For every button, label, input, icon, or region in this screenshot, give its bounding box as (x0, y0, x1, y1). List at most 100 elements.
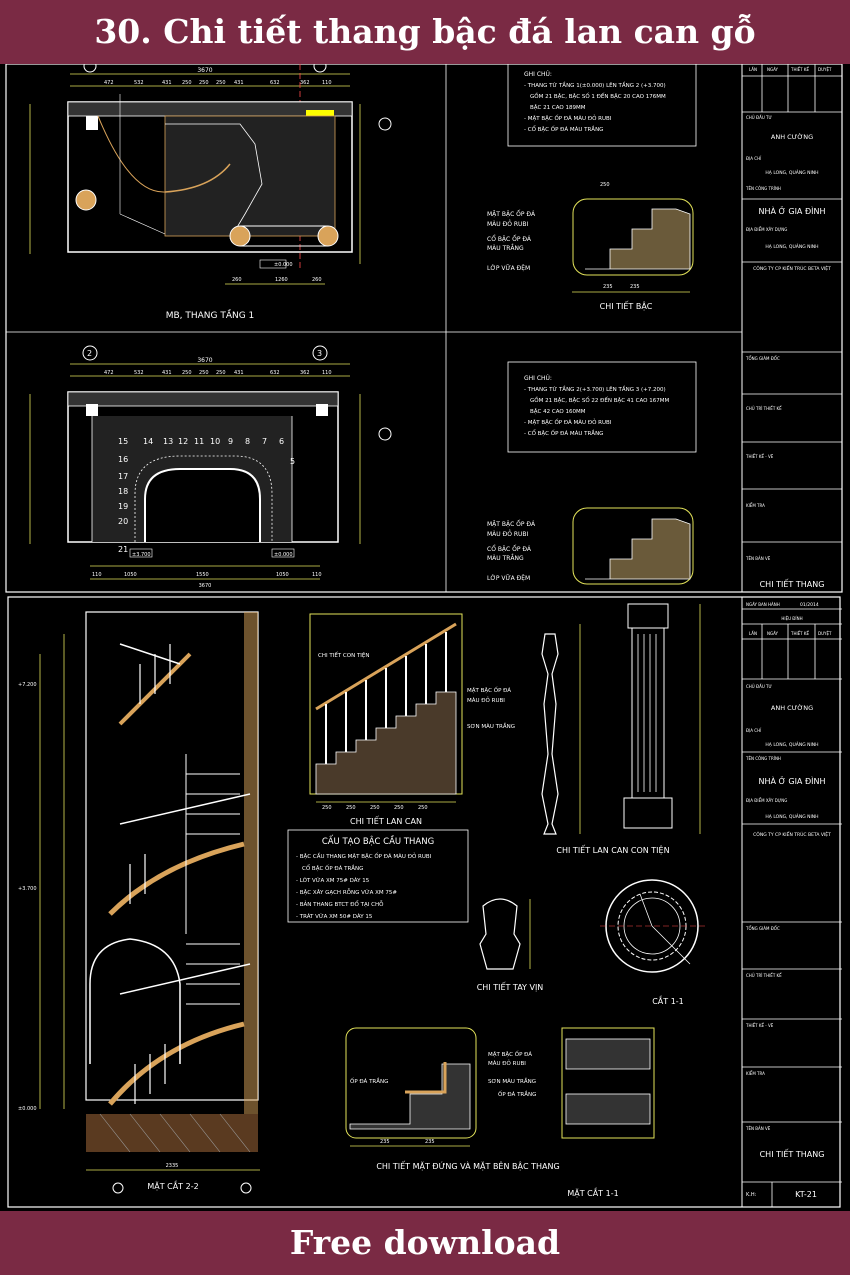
note-line: GỒM 21 BẬC, BẬC SỐ 1 ĐẾN BẬC 20 CAO 176M… (530, 91, 666, 100)
dim-label: 1050 (124, 572, 137, 578)
label: ỐP ĐÁ TRẮNG (498, 1090, 536, 1098)
footer-banner[interactable]: Free download (0, 1211, 850, 1275)
plan2-total: 3670 (197, 357, 212, 364)
dim-label: 1260 (275, 277, 288, 283)
dim-label: 250 (199, 80, 209, 86)
tb-project: NHÀ Ở GIA ĐÌNH (759, 775, 826, 786)
step-elevation-detail (345, 1027, 655, 1147)
structure-line: CỔ BẬC ỐP ĐÁ TRẮNG (302, 864, 363, 872)
plan2-level-right: ±0.000 (274, 552, 293, 558)
tb-label: CHỦ ĐẦU TƯ (746, 684, 772, 689)
section11b-title: MẶT CẮT 1-1 (567, 1186, 618, 1199)
note-box-1 (507, 64, 697, 147)
dim-label: 110 (312, 572, 322, 578)
section-1-1-circle (600, 879, 705, 973)
label: CỔ BẬC ỐP ĐÁ (487, 235, 532, 243)
dim-label: 260 (312, 277, 322, 283)
plan2-level-left: ±3.700 (132, 552, 151, 558)
step-number: 6 (279, 437, 284, 446)
step-number: 8 (245, 437, 250, 446)
tb-label: ĐỊA ĐIỂM XÂY DỰNG (746, 798, 787, 803)
handrail-detail (479, 898, 531, 970)
plan1-title: MB, THANG TẦNG 1 (166, 308, 255, 321)
label: MÀU ĐỎ RUBI (487, 220, 529, 228)
tb-date: 01/2014 (800, 602, 819, 608)
dim-label: 250 (216, 370, 226, 376)
railing-text: CHI TIẾT CON TIỆN MẶT BẬC ỐP ĐÁ MÀU ĐỎ R… (318, 651, 515, 826)
tb-label: CHỦ TRÌ THIẾT KẾ (746, 405, 782, 411)
tb-sheet: CHI TIẾT THANG (760, 1148, 825, 1159)
step-number: 21 (118, 545, 128, 554)
step-number: 16 (118, 455, 128, 464)
dim-label: 235 (380, 1139, 390, 1145)
tb-label: TỔNG GIÁM ĐỐC (745, 356, 780, 361)
titleblock-top-text: LẦN NGÀY THIẾT KẾ DUYỆT CHỦ ĐẦU TƯ ANH C… (745, 66, 832, 589)
label: MÀU TRẮNG (487, 554, 524, 562)
dim-label: 532 (134, 370, 144, 376)
section11-title: CẮT 1-1 (652, 994, 684, 1006)
plan2-top-dims: 472 532 431 250 250 250 431 632 362 110 (104, 370, 332, 376)
dim-label: 431 (234, 80, 244, 86)
upper-frame (5, 64, 843, 593)
dim-label: 250 (418, 805, 428, 811)
dim-label: 110 (322, 80, 332, 86)
label: MẶT BẬC ỐP ĐÁ (487, 520, 536, 528)
plan2-bottom-dims: 110 1050 1550 1050 110 3670 (92, 572, 322, 589)
section22-title: MẶT CẮT 2-2 (147, 1179, 198, 1192)
tb-address: HẠ LONG, QUẢNG NINH (765, 740, 818, 748)
dim-label: 472 (104, 80, 114, 86)
label: SƠN MÀU TRẮNG (488, 1077, 536, 1085)
note-line: BẬC 42 CAO 160MM (530, 408, 586, 415)
label: MÀU ĐỎ RUBI (488, 1059, 526, 1067)
step-number: 15 (118, 437, 128, 446)
tb-col: DUYỆT (818, 67, 832, 72)
step-number: 14 (143, 437, 153, 446)
cad-drawing: MB, THANG TẦNG 1 3670 ±0.000 472 532 431… (5, 64, 843, 1208)
label: ỐP ĐÁ TRẮNG (350, 1077, 388, 1085)
note-line: - MẶT BẬC ỐP ĐÁ MÀU ĐỎ RUBI (524, 114, 612, 122)
dim-label: 110 (322, 370, 332, 376)
step-number: 13 (163, 437, 173, 446)
dim-label: 250 (370, 805, 380, 811)
lower-frame (7, 596, 841, 1208)
step-number: 18 (118, 487, 128, 496)
plan1-total: 3670 (197, 67, 212, 74)
tb-label: TÊN BẢN VẼ (745, 556, 771, 561)
label: LỚP VỮA ĐỆM (487, 264, 530, 272)
dim-label: 250 (346, 805, 356, 811)
tb-label: ĐỊA ĐIỂM XÂY DỰNG (746, 227, 787, 232)
plan1-bottom-dims: 260 1260 260 (232, 277, 322, 283)
note-line: - CỔ BẬC ỐP ĐÁ MÀU TRẮNG (524, 429, 603, 437)
step-detail-2 (572, 507, 694, 585)
plan1-top-dims: 472 532 431 250 250 250 431 632 362 110 (104, 80, 332, 86)
download-label[interactable]: Free download (289, 1223, 561, 1262)
plan1-level: ±0.000 (274, 262, 293, 268)
dim-label: 431 (162, 370, 172, 376)
tb-label: KIỂM TRA (746, 1071, 765, 1076)
tb-label: TÊN CÔNG TRÌNH (745, 186, 781, 191)
structure-line: - BẬC XÂY GẠCH RỖNG VỮA XM 75# (296, 888, 397, 896)
dim-label: 632 (270, 370, 280, 376)
dim-label: 235 (425, 1139, 435, 1145)
dim-label: 250 (199, 370, 209, 376)
note-line: - CỔ BẬC ỐP ĐÁ MÀU TRẮNG (524, 125, 603, 133)
label: SƠN MÀU TRẮNG (467, 722, 515, 730)
step-detail-2-text: MẶT BẬC ỐP ĐÁ MÀU ĐỎ RUBI CỔ BẬC ỐP ĐÁ M… (487, 520, 536, 582)
step-detail-title: CHI TIẾT BẬC (600, 300, 653, 312)
note-line: - MẶT BẬC ỐP ĐÁ MÀU ĐỎ RUBI (524, 418, 612, 426)
tb-col: NGÀY (767, 67, 779, 72)
structure-line: - LÓT VỮA XM 75# DÀY 15 (296, 877, 370, 884)
step-number: 17 (118, 472, 128, 481)
tb-label: NGÀY BAN HÀNH (746, 602, 780, 607)
structure-line: - BẢN THANG BTCT ĐỔ TẠI CHỖ (296, 900, 384, 908)
tb-col: DUYỆT (818, 631, 832, 636)
tb-col: LẦN (749, 631, 757, 636)
step-number: 10 (210, 437, 220, 446)
tb-col: THIẾT KẾ (790, 630, 809, 636)
dim-label: 250 (216, 80, 226, 86)
tb-label: THIẾT KẾ - VẼ (745, 453, 774, 459)
tb-site: HẠ LONG, QUẢNG NINH (765, 812, 818, 820)
dim-label: 1050 (276, 572, 289, 578)
tb-address: HẠ LONG, QUẢNG NINH (765, 168, 818, 176)
tb-col: THIẾT KẾ (790, 66, 809, 72)
